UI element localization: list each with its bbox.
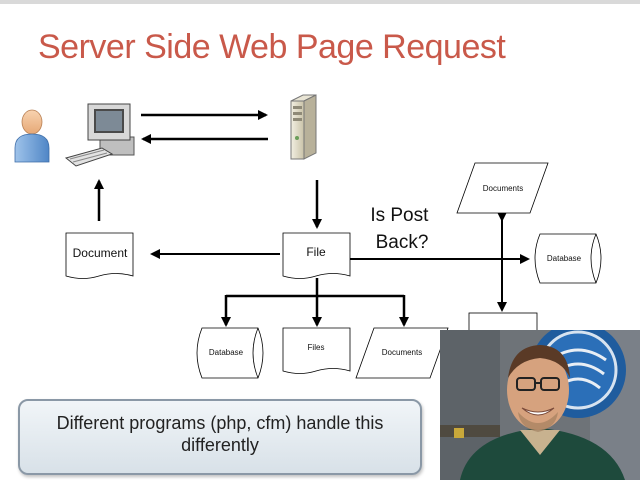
database-bottom-shape: Database — [196, 327, 264, 379]
user-icon — [14, 109, 50, 163]
documents-top-label: Documents — [483, 184, 523, 193]
callout-text: Different programs (php, cfm) handle thi… — [56, 413, 384, 455]
presenter-video-frame — [440, 330, 640, 480]
client-computer-icon — [64, 103, 135, 167]
slide-title: Server Side Web Page Request — [38, 28, 506, 66]
documents-bottom-shape: Documents — [355, 327, 449, 379]
database-right-shape: Database — [534, 233, 602, 284]
file-label: File — [306, 245, 326, 259]
files-bottom-label: Files — [308, 343, 325, 352]
document-shape: Document — [65, 232, 134, 279]
file-shape: File — [282, 232, 351, 279]
documents-top-shape: Documents — [456, 162, 549, 214]
database-right-label: Database — [547, 254, 582, 263]
document-label: Document — [73, 246, 128, 260]
presenter-figure — [460, 345, 625, 480]
server-tower-icon — [290, 94, 317, 160]
presenter-video-overlay — [440, 330, 640, 480]
slide-top-bar — [0, 0, 640, 4]
documents-bottom-label: Documents — [382, 348, 422, 357]
postback-question: Is Post Back? — [370, 205, 433, 253]
files-bottom-shape: Files — [282, 327, 351, 374]
file-branch-arrows — [221, 278, 409, 327]
database-bottom-label: Database — [209, 348, 244, 357]
callout-box: Different programs (php, cfm) handle thi… — [18, 399, 422, 475]
